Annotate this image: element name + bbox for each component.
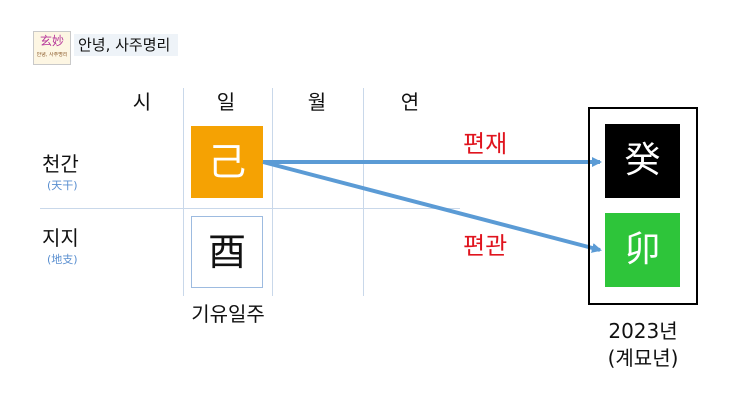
row-header-heavenly-stem: 천간	[42, 152, 79, 176]
logo-subtext: 안녕, 사주명리	[36, 52, 68, 58]
column-header-hour: 시	[132, 90, 152, 114]
relation-label-stem: 편재	[463, 130, 508, 158]
year-label: 2023년 (계묘년)	[580, 318, 706, 372]
column-header-year: 연	[400, 90, 420, 114]
year-pillar-frame	[588, 107, 698, 305]
grid-line	[363, 88, 364, 296]
year-branch-cell: 卯	[605, 213, 680, 287]
year-stem-cell: 癸	[605, 124, 680, 198]
year-label-number: 2023년	[608, 319, 678, 343]
day-stem-cell: 己	[191, 126, 263, 198]
logo-mark: 玄妙	[39, 34, 64, 48]
column-header-month: 월	[307, 90, 327, 114]
brand-logo: 玄妙 안녕, 사주명리	[33, 31, 71, 65]
grid-line	[183, 88, 184, 296]
day-pillar-caption: 기유일주	[191, 302, 265, 326]
relation-label-branch: 편관	[463, 232, 508, 260]
site-title: 안녕, 사주명리	[74, 34, 179, 56]
row-header-earthly-branch: 지지	[42, 226, 79, 250]
row-header-earthly-branch-hanja: (地支)	[47, 253, 78, 266]
column-header-day: 일	[216, 90, 236, 114]
grid-line	[272, 88, 273, 296]
year-label-name: (계묘년)	[607, 346, 679, 370]
day-branch-cell: 酉	[191, 216, 263, 288]
arrow-to-year-branch	[262, 160, 602, 253]
row-header-heavenly-stem-hanja: (天干)	[47, 179, 78, 192]
grid-line	[40, 208, 460, 209]
